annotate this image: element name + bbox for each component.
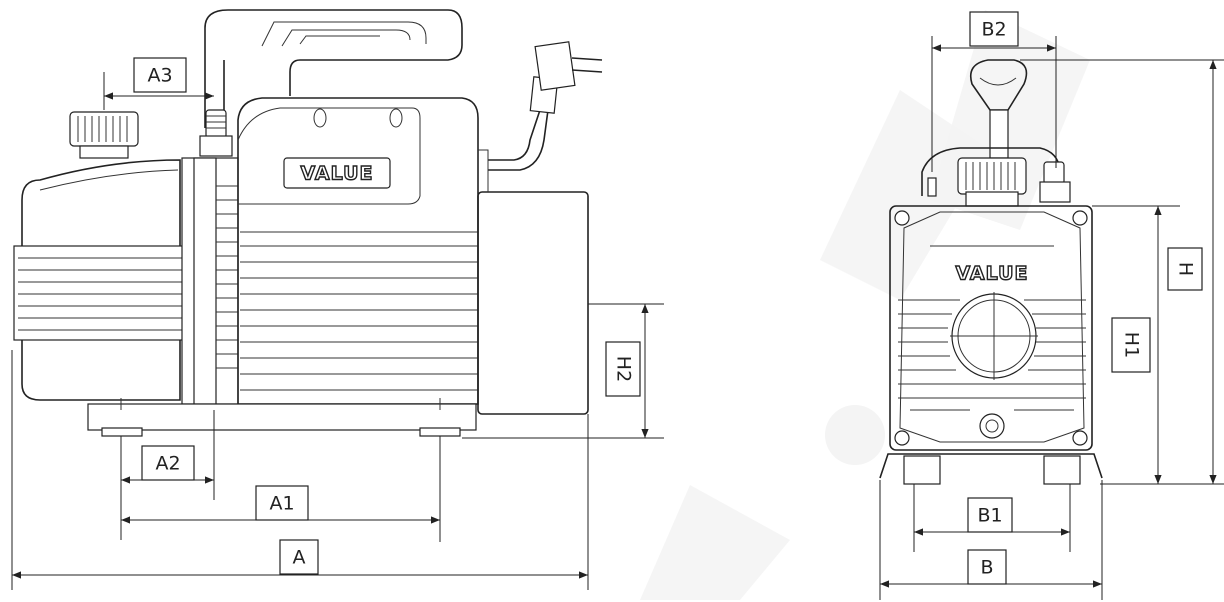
brand-logo-side: VALUE: [301, 163, 374, 185]
front-handle: [969, 59, 1028, 159]
watermark-dot: [825, 405, 885, 465]
dim-b2: B2: [931, 11, 1057, 172]
motor: VALUE: [237, 97, 589, 415]
side-view: VALUE A3: [11, 9, 664, 590]
dim-a1: A1: [121, 436, 441, 542]
oil-cap: [69, 111, 139, 159]
front-feet: [879, 453, 1103, 485]
dim-label-a1: A1: [269, 493, 294, 515]
dim-a3: A3: [103, 57, 214, 110]
dim-a2: A2: [120, 410, 215, 540]
watermark-letter-r: [820, 90, 990, 300]
dim-a: A: [11, 350, 589, 590]
dim-label-h: H: [1175, 262, 1197, 276]
dim-label-b1: B1: [977, 505, 1002, 527]
dim-label-a2: A2: [155, 453, 180, 475]
front-view: VALUE: [879, 11, 1224, 600]
dim-label-h1: H1: [1121, 332, 1143, 358]
dim-label-a: A: [293, 547, 306, 569]
front-oil-cap: [921, 147, 1061, 207]
dim-h1: H1: [1092, 205, 1180, 484]
center-plate: [181, 157, 239, 405]
dim-label-a3: A3: [147, 65, 172, 87]
dim-label-b2: B2: [981, 19, 1006, 41]
base-plate: [87, 398, 477, 437]
pump-body: [13, 159, 185, 401]
front-inlet-fitting: [1039, 161, 1071, 203]
dim-b1: B1: [913, 484, 1071, 552]
power-plug: [488, 41, 603, 171]
dim-h2: H2: [462, 303, 664, 439]
dim-label-b: B: [980, 557, 993, 579]
brand-logo-front: VALUE: [956, 263, 1029, 285]
dim-label-h2: H2: [613, 356, 635, 382]
carry-handle: [204, 9, 463, 128]
dim-b: B: [879, 480, 1103, 600]
front-body: VALUE: [889, 205, 1093, 451]
dim-h: H: [1020, 59, 1224, 485]
inlet-fitting: [199, 109, 233, 157]
watermark-stroke: [640, 485, 790, 600]
